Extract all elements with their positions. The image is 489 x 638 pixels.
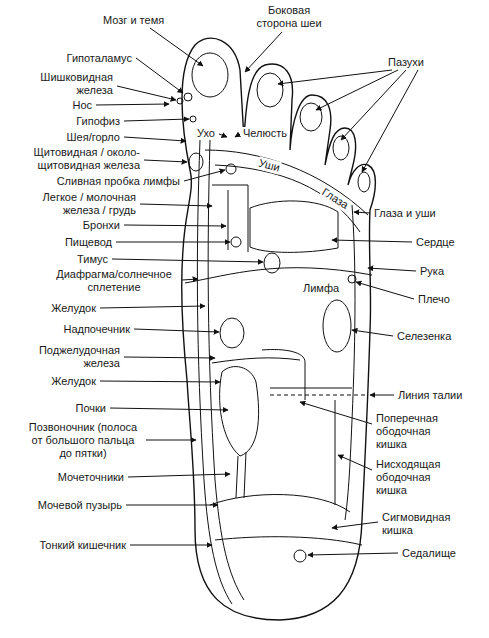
organ-label: Рука — [420, 265, 444, 278]
organ-label: Гипоталамус — [67, 52, 132, 65]
organ-label: Сердце — [416, 236, 455, 249]
organ-label: Боковая сторона шеи — [250, 4, 328, 30]
organ-label: Тимус — [77, 253, 108, 266]
organ-label: Мозг и темя — [103, 14, 164, 27]
organ-label: Глаза и уши — [374, 207, 436, 220]
organ-label: Уши — [256, 156, 282, 175]
organ-label: Линия талии — [398, 389, 462, 402]
organ-label: Диафрагма/солнечное сплетение — [49, 268, 179, 294]
organ-label: Нисходящая ободочная кишка — [376, 458, 448, 497]
organ-label: Мочевой пузырь — [38, 499, 122, 512]
organ-label: Селезенка — [397, 330, 451, 343]
organ-label: Пищевод — [65, 236, 112, 249]
organ-label: Почки — [76, 402, 106, 415]
organ-label: Бронхи — [83, 219, 120, 232]
organ-label: Плечо — [418, 293, 450, 306]
organ-label: Желудок — [51, 302, 96, 315]
organ-label: Сигмовидная кишка — [382, 511, 458, 537]
organ-label: Поперечная ободочная кишка — [376, 412, 448, 451]
organ-label: Ухо — [196, 127, 216, 140]
organ-label: Пазухи — [388, 56, 424, 69]
organ-label: Нос — [72, 99, 92, 112]
organ-label: Легкое / молочная железа / грудь — [21, 191, 136, 217]
organ-label: Шишковидная железа — [33, 71, 113, 97]
organ-label: Щитовидная / около- щитовидная железа — [15, 146, 140, 172]
organ-label: Гипофиз — [76, 115, 120, 128]
organ-label: Поджелудочная железа — [25, 344, 120, 370]
organ-label: Лимфа — [302, 282, 340, 295]
organ-label: Мочеточники — [58, 471, 124, 484]
organ-label: Шея/горло — [66, 131, 120, 144]
organ-label: Позвоночник (полоса от большого пальца д… — [24, 421, 142, 460]
organ-label: Седалище — [402, 547, 456, 560]
organ-label: Тонкий кишечник — [39, 539, 126, 552]
organ-label: Сливная пробка лимфы — [57, 175, 180, 188]
organ-label: Челюсть — [242, 127, 288, 140]
organ-label: Надпочечник — [63, 323, 130, 336]
organ-label: Желудок — [51, 375, 96, 388]
